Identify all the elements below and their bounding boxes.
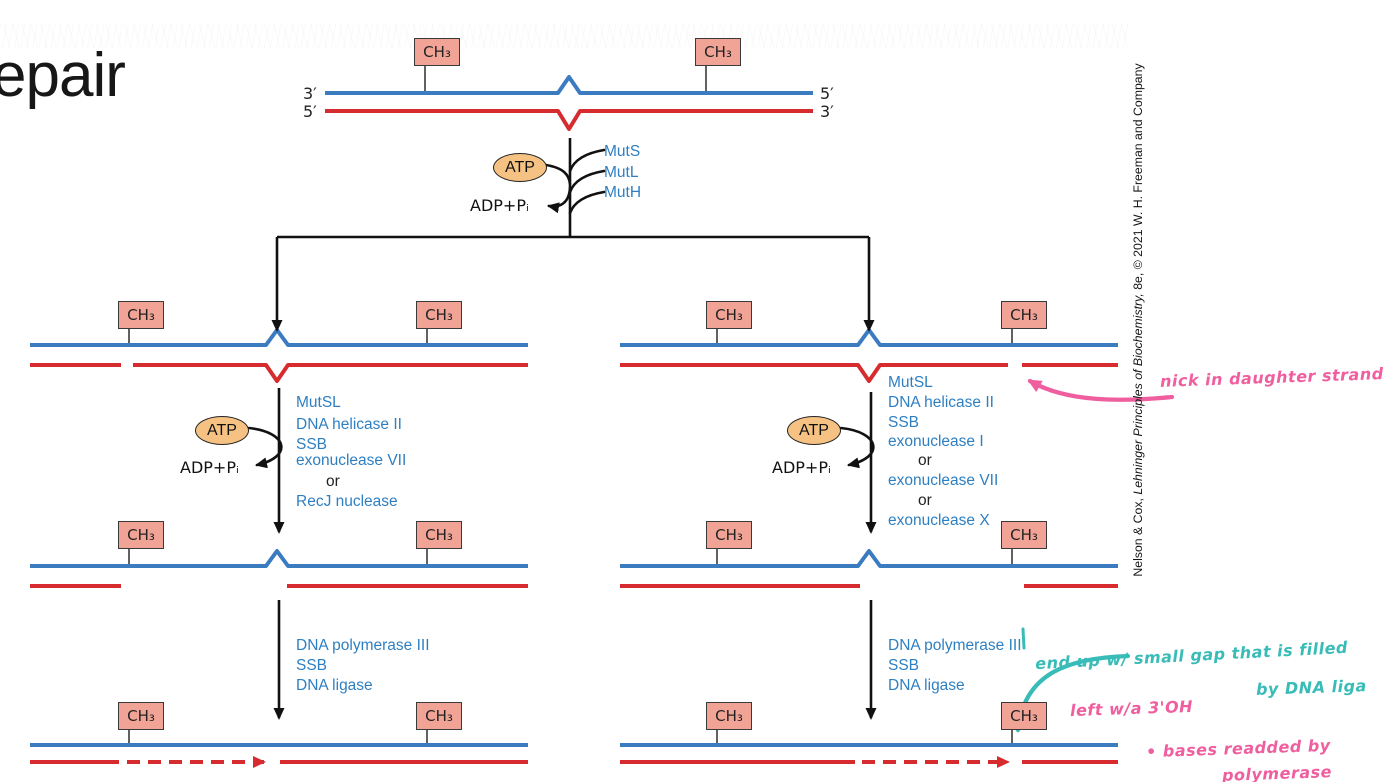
methyl-ch3-box: CH₃ [118,702,164,730]
enzyme-label: MutSL [888,374,933,391]
dna-top-duplex [325,75,813,131]
methyl-stems [128,66,1013,743]
adp-label: ADP+Pᵢ [772,458,831,477]
methyl-ch3-box: CH₃ [706,301,752,329]
enzyme-label: DNA helicase II [888,394,994,411]
enzyme-label: DNA polymerase III [296,637,430,654]
attribution-authors: Nelson & Cox, [1131,494,1145,577]
dna-right-repaired [620,743,1118,768]
adp-label: ADP+Pᵢ [180,458,239,477]
enzyme-join-curves [544,148,606,215]
methyl-ch3-box: CH₃ [416,301,462,329]
enzyme-label: exonuclease X [888,512,990,529]
or-label: or [918,492,932,509]
attribution-publisher: 8e, © 2021 W. H. Freeman and Company [1131,63,1145,294]
or-label: or [918,452,932,469]
atp-oval: ATP [787,416,841,445]
enzyme-label: SSB [888,657,920,674]
strand-end-label: 3′ [303,84,317,103]
enzyme-label: SSB [296,657,328,674]
methyl-ch3-box: CH₃ [118,521,164,549]
enzyme-label: exonuclease I [888,433,984,450]
strand-end-label: 3′ [820,102,834,121]
handwritten-gap-note-line2: by DNA liga [1255,676,1368,699]
dna-left-repaired [30,743,528,768]
enzyme-label: SSB [888,414,920,431]
enzyme-label: MutH [604,184,642,201]
page-title: epair [0,41,126,110]
methyl-ch3-box: CH₃ [706,521,752,549]
enzyme-label: DNA helicase II [296,416,402,433]
atp-oval: ATP [195,416,249,445]
methyl-ch3-box: CH₃ [1001,702,1047,730]
enzyme-label: SSB [296,436,328,453]
process-arrows [271,138,877,720]
enzyme-label: MutS [604,143,641,160]
adp-label: ADP+Pᵢ [470,196,529,215]
methyl-ch3-box: CH₃ [706,702,752,730]
methyl-ch3-box: CH₃ [416,521,462,549]
dna-right-nicked [620,328,1118,383]
atp-curves [247,426,875,469]
atp-oval: ATP [493,153,547,182]
enzyme-label: DNA ligase [296,677,373,694]
methyl-ch3-box: CH₃ [1001,301,1047,329]
methyl-ch3-box: CH₃ [118,301,164,329]
attribution: Nelson & Cox, Lehninger Principles of Bi… [1131,35,1151,605]
enzyme-label: MutL [604,164,639,181]
attribution-book-title: Lehninger Principles of Biochemistry, [1131,293,1145,495]
enzyme-label: exonuclease VII [888,472,999,489]
methyl-ch3-box: CH₃ [414,38,460,66]
enzyme-label: RecJ nuclease [296,493,398,510]
methyl-ch3-box: CH₃ [695,38,741,66]
enzyme-label: MutSL [296,394,341,411]
strand-end-label: 5′ [303,102,317,121]
dna-left-nicked [30,328,528,383]
enzyme-label: DNA polymerase III [888,637,1022,654]
daughter-strand [325,109,813,131]
methyl-ch3-box: CH₃ [416,702,462,730]
dna-left-excised [30,549,528,588]
strand-end-label: 5′ [820,84,834,103]
parent-strand [325,75,813,95]
nick-pointer-arrow [1027,378,1175,402]
dna-right-excised [620,549,1118,588]
methyl-ch3-box: CH₃ [1001,521,1047,549]
enzyme-label: DNA ligase [888,677,965,694]
or-label: or [326,473,340,490]
decorative-band [0,24,1128,48]
handwritten-bases-note-line2: polymerase [1221,762,1333,782]
enzyme-label: exonuclease VII [296,452,407,469]
teal-tick [1021,627,1026,650]
